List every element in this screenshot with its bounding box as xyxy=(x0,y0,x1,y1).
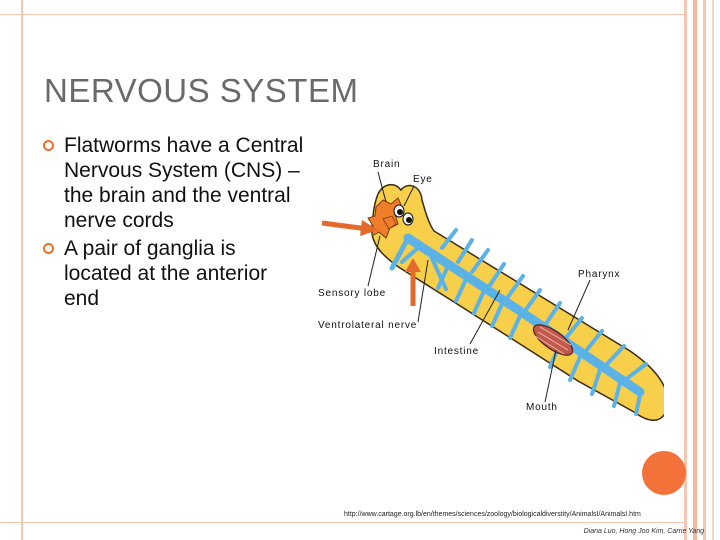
bullet-text: A pair of ganglia is located at the ante… xyxy=(64,237,268,310)
eye-icon xyxy=(402,212,414,226)
label-intestine: Intestine xyxy=(434,346,479,357)
bullet-ring-icon xyxy=(43,243,54,254)
accent-circle xyxy=(642,451,686,495)
bullet-ring-icon xyxy=(43,140,54,151)
bullet-list: Flatworms have a Central Nervous System … xyxy=(43,133,305,314)
label-leaders xyxy=(367,171,591,403)
slide-title: NERVOUS SYSTEM xyxy=(44,72,359,109)
right-border-stripe-b xyxy=(693,0,697,540)
nerve-arrow xyxy=(405,258,421,306)
left-border-stripe xyxy=(21,0,23,540)
flatworm-diagram: Brain Eye Pharynx Sensory lobe Ventrolat… xyxy=(318,159,664,421)
bullet-item: Flatworms have a Central Nervous System … xyxy=(43,133,305,233)
pharynx-stripes xyxy=(534,326,572,355)
brain-arrow xyxy=(321,220,378,236)
label-brain: Brain xyxy=(373,159,400,170)
source-url: http://www.cartage.org.lb/en/themes/scie… xyxy=(344,511,641,518)
label-eye: Eye xyxy=(413,174,433,185)
brain-ganglia xyxy=(382,215,397,230)
bullet-item: A pair of ganglia is located at the ante… xyxy=(43,236,305,311)
author-credit: Diana Luo, Hong Joo Kim, Carrie Yang xyxy=(583,528,704,535)
pharynx xyxy=(532,324,574,356)
label-sensory-lobe: Sensory lobe xyxy=(318,288,386,299)
bottom-border-line xyxy=(0,522,684,523)
right-border-stripe-d xyxy=(712,0,714,540)
top-border-line xyxy=(0,14,684,15)
right-border-stripe-a xyxy=(684,0,687,540)
bullet-text: Flatworms have a Central Nervous System … xyxy=(64,134,304,232)
label-ventrolateral-nerve: Ventrolateral nerve xyxy=(318,320,417,331)
label-mouth: Mouth xyxy=(526,402,558,413)
right-border-stripe-c xyxy=(703,0,706,540)
eye-icon xyxy=(393,204,405,218)
label-pharynx: Pharynx xyxy=(578,269,620,280)
intestine-branches xyxy=(389,228,648,416)
